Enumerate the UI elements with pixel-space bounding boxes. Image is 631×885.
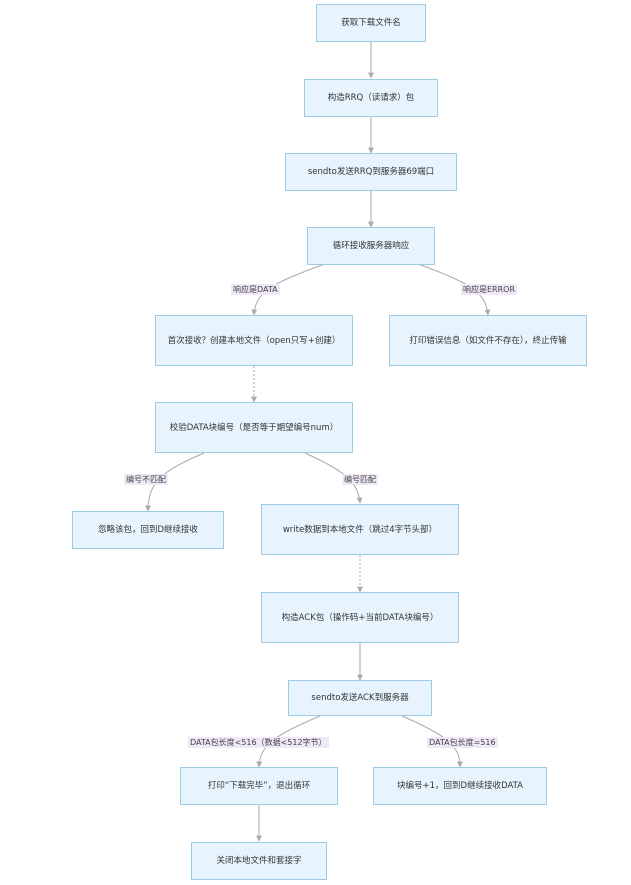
edge-label-mismatch: 编号不匹配 [124,474,168,485]
node-get-filename: 获取下载文件名 [316,4,426,42]
node-write-data: write数据到本地文件（跳过4字节头部） [261,504,459,555]
node-close: 关闭本地文件和套接字 [191,842,327,880]
node-send-rrq: sendto发送RRQ到服务器69端口 [285,153,457,191]
node-create-file: 首次接收？创建本地文件（open只写+创建） [155,315,353,366]
node-next-block: 块编号+1，回到D继续接收DATA [373,767,547,805]
edge-label-full: DATA包长度=516 [427,737,498,748]
node-send-ack: sendto发送ACK到服务器 [288,680,432,716]
edge-label-error: 响应是ERROR [461,284,518,295]
edge-label-short: DATA包长度<516（数据<512字节） [188,737,329,748]
node-build-ack: 构造ACK包（操作码+当前DATA块编号） [261,592,459,643]
node-ignore-packet: 忽略该包，回到D继续接收 [72,511,224,549]
node-print-error: 打印错误信息（如文件不存在），终止传输 [389,315,587,366]
node-build-rrq: 构造RRQ（读请求）包 [304,79,438,117]
edge-label-data: 响应是DATA [231,284,280,295]
edge-label-match: 编号匹配 [342,474,378,485]
node-print-done: 打印“下载完毕”，退出循环 [180,767,338,805]
node-recv-loop: 循环接收服务器响应 [307,227,435,265]
node-check-block: 校验DATA块编号（是否等于期望编号num） [155,402,353,453]
